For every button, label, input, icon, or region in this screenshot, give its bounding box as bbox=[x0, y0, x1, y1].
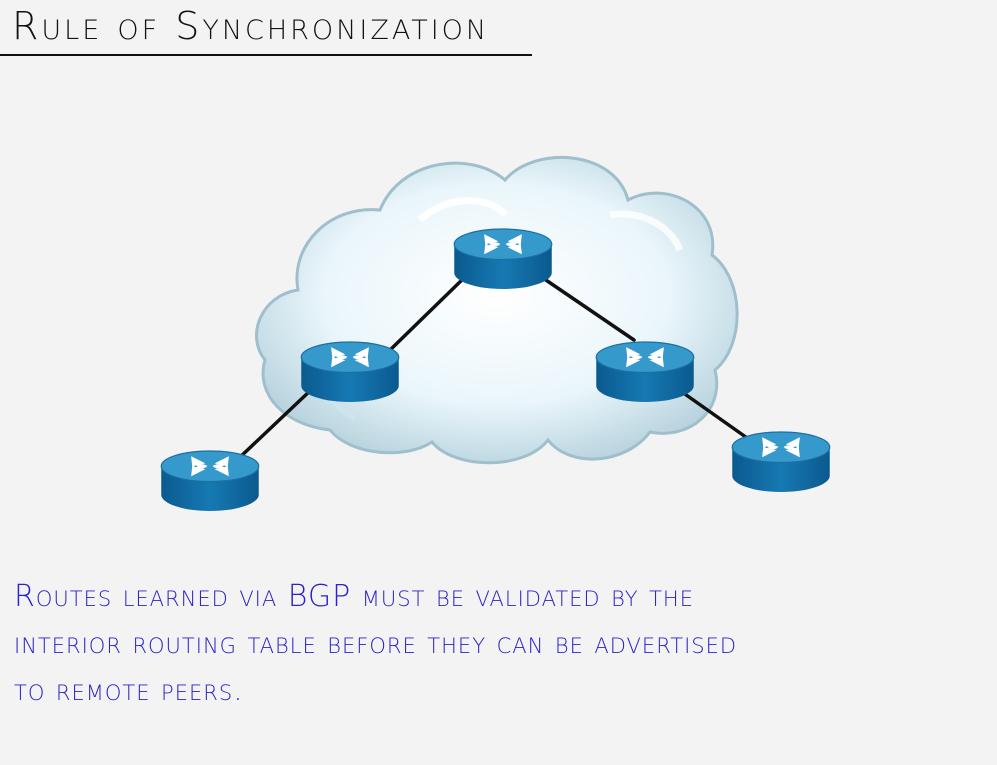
link-left-outside bbox=[236, 387, 314, 461]
router-top-icon bbox=[453, 228, 553, 290]
link-top-left bbox=[386, 274, 468, 354]
link-right-outside bbox=[680, 390, 752, 442]
cloud-icon bbox=[255, 155, 739, 465]
router-right-icon bbox=[595, 341, 695, 403]
note-line-1: Routes learned via BGP must be validated… bbox=[14, 579, 694, 614]
title-underline bbox=[0, 54, 532, 56]
note-line-3: to remote peers. bbox=[14, 673, 244, 708]
network-links bbox=[236, 274, 752, 461]
link-top-right bbox=[538, 274, 636, 342]
note-line-2: interior routing table before they can b… bbox=[14, 626, 738, 661]
page-title: Rule of Synchronization bbox=[12, 4, 490, 48]
router-outside-right-icon bbox=[731, 431, 831, 493]
synchronization-note: Routes learned via BGP must be validated… bbox=[14, 573, 989, 714]
router-left-icon bbox=[300, 341, 400, 403]
router-outside-left-icon bbox=[160, 450, 260, 512]
